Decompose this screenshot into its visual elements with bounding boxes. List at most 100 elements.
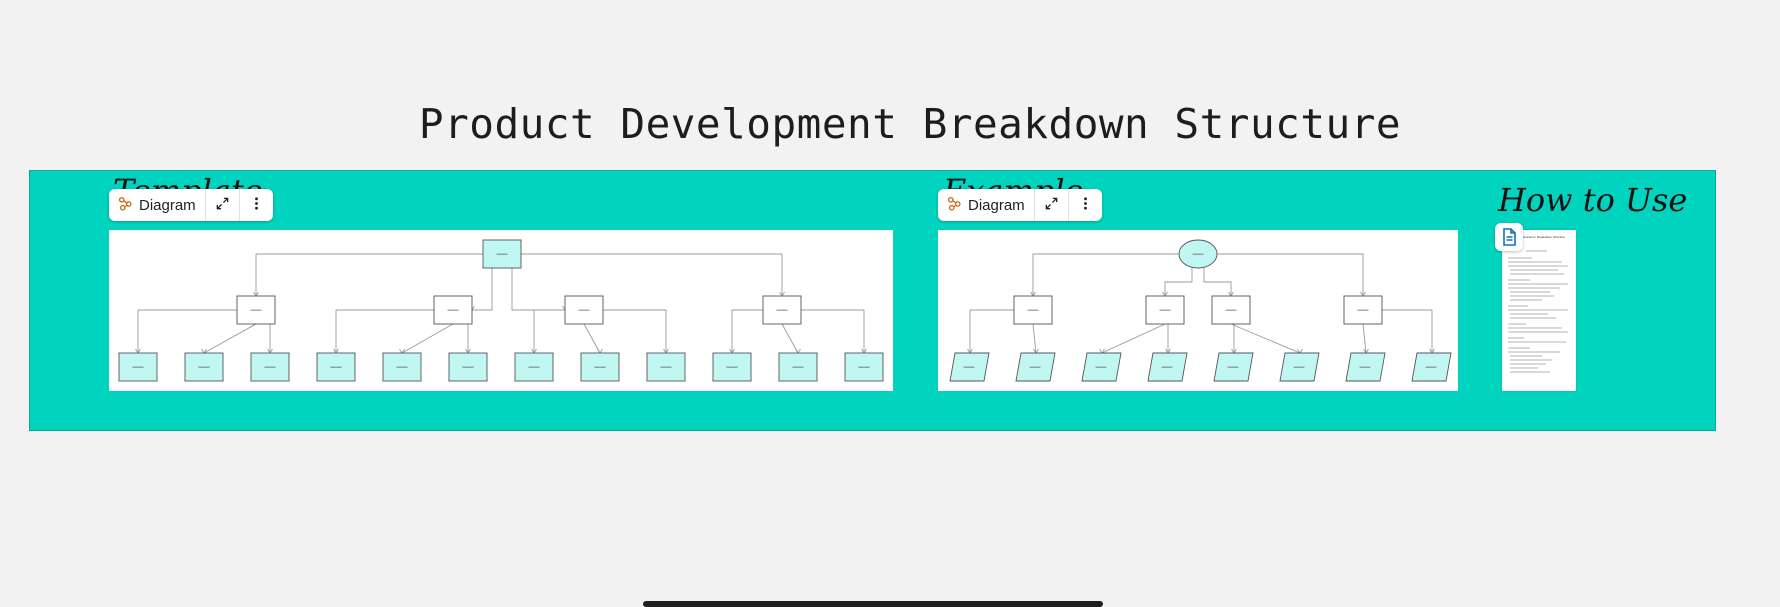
root-node-label: — — [1193, 248, 1204, 260]
level2-node-label: — — [579, 304, 590, 316]
connector-line — [203, 323, 257, 354]
expand-button[interactable] — [1033, 189, 1068, 221]
level2-node-label: — — [777, 304, 788, 316]
leaf-node-label: — — [1228, 361, 1239, 373]
level2-node[interactable] — [1013, 295, 1053, 325]
connector-line — [1230, 323, 1301, 354]
leaf-node[interactable] — [1081, 352, 1122, 382]
diagram-label: Diagram — [139, 196, 196, 214]
connector-line — [603, 309, 667, 353]
root-node[interactable] — [482, 239, 522, 269]
connector-line — [511, 268, 565, 311]
leaf-node-label: — — [595, 361, 606, 373]
more-vertical-icon — [1078, 196, 1093, 215]
diagram-label: Diagram — [968, 196, 1025, 214]
root-node[interactable] — [1178, 239, 1218, 269]
connector-line — [335, 309, 434, 353]
connector-line — [1382, 309, 1433, 353]
connector-line — [1164, 268, 1193, 296]
connector-line — [1217, 253, 1364, 296]
connector-line — [781, 323, 799, 354]
leaf-node[interactable] — [382, 352, 422, 382]
leaf-node[interactable] — [514, 352, 554, 382]
example-diagram-card[interactable]: ————————————— — [938, 230, 1458, 391]
connector-line — [1203, 268, 1232, 296]
leaf-node-label: — — [859, 361, 870, 373]
arrow-head — [795, 348, 801, 354]
horizontal-scrollbar[interactable] — [643, 601, 1103, 607]
connector-line — [583, 323, 601, 354]
more-vertical-icon — [249, 196, 264, 215]
leaf-node[interactable] — [118, 352, 158, 382]
how-to-use-document[interactable]: Instructions: Breakdown Structure — [1502, 230, 1576, 391]
leaf-node[interactable] — [712, 352, 752, 382]
leaf-node-label: — — [964, 361, 975, 373]
leaf-node[interactable] — [949, 352, 990, 382]
level2-node[interactable] — [1145, 295, 1185, 325]
connector-line — [1032, 323, 1037, 354]
leaf-node-label: — — [1030, 361, 1041, 373]
leaf-node[interactable] — [580, 352, 620, 382]
connector-line — [472, 268, 493, 311]
connector-line — [137, 309, 237, 353]
document-title: Instructions: Breakdown Structure — [1520, 235, 1566, 239]
document-text-lines — [1508, 250, 1568, 373]
root-node-label: — — [497, 248, 508, 260]
leaf-node[interactable] — [1279, 352, 1320, 382]
level2-node-label: — — [1160, 304, 1171, 316]
level2-node[interactable] — [433, 295, 473, 325]
expand-button[interactable] — [204, 189, 239, 221]
leaf-node[interactable] — [184, 352, 224, 382]
diagram-type-button[interactable]: Diagram — [109, 189, 205, 221]
leaf-node-label: — — [1162, 361, 1173, 373]
leaf-node[interactable] — [844, 352, 884, 382]
connector-line — [1101, 323, 1166, 354]
connector-line — [969, 309, 1014, 353]
leaf-node-label: — — [661, 361, 672, 373]
leaf-node[interactable] — [448, 352, 488, 382]
leaf-node-label: — — [331, 361, 342, 373]
level2-node[interactable] — [762, 295, 802, 325]
leaf-node-label: — — [1096, 361, 1107, 373]
level2-node[interactable] — [564, 295, 604, 325]
diagram-icon — [947, 196, 962, 215]
expand-icon — [215, 196, 230, 215]
level2-node-label: — — [1358, 304, 1369, 316]
how-to-use-heading: How to Use — [1498, 181, 1688, 219]
document-badge[interactable] — [1495, 223, 1523, 251]
leaf-node-label: — — [529, 361, 540, 373]
connector-line — [731, 309, 763, 353]
leaf-node[interactable] — [1345, 352, 1386, 382]
connector-line — [1032, 253, 1179, 296]
leaf-node[interactable] — [1147, 352, 1188, 382]
level2-node[interactable] — [1343, 295, 1383, 325]
template-diagram-card[interactable]: ————————————————— — [109, 230, 893, 391]
level2-node-label: — — [1226, 304, 1237, 316]
more-options-button[interactable] — [1067, 189, 1102, 221]
connector-line — [401, 323, 454, 354]
leaf-node[interactable] — [646, 352, 686, 382]
template-diagram: ————————————————— — [118, 239, 884, 382]
leaf-node-label: — — [463, 361, 474, 373]
more-options-button[interactable] — [238, 189, 273, 221]
leaf-node[interactable] — [316, 352, 356, 382]
leaf-node-label: — — [727, 361, 738, 373]
diagram-type-button[interactable]: Diagram — [938, 189, 1034, 221]
leaf-node-label: — — [133, 361, 144, 373]
level2-node[interactable] — [1211, 295, 1251, 325]
leaf-node[interactable] — [1411, 352, 1452, 382]
leaf-node[interactable] — [250, 352, 290, 382]
leaf-node[interactable] — [778, 352, 818, 382]
connector-line — [1362, 323, 1367, 354]
leaf-node-label: — — [793, 361, 804, 373]
level2-node[interactable] — [236, 295, 276, 325]
connector-line — [521, 253, 783, 296]
diagram-icon — [118, 196, 133, 215]
leaf-node-label: — — [1294, 361, 1305, 373]
expand-icon — [1044, 196, 1059, 215]
leaf-node[interactable] — [1213, 352, 1254, 382]
leaf-node-label: — — [397, 361, 408, 373]
template-diagram-toolbar: Diagram — [109, 189, 273, 221]
leaf-node[interactable] — [1015, 352, 1056, 382]
example-diagram-toolbar: Diagram — [938, 189, 1102, 221]
